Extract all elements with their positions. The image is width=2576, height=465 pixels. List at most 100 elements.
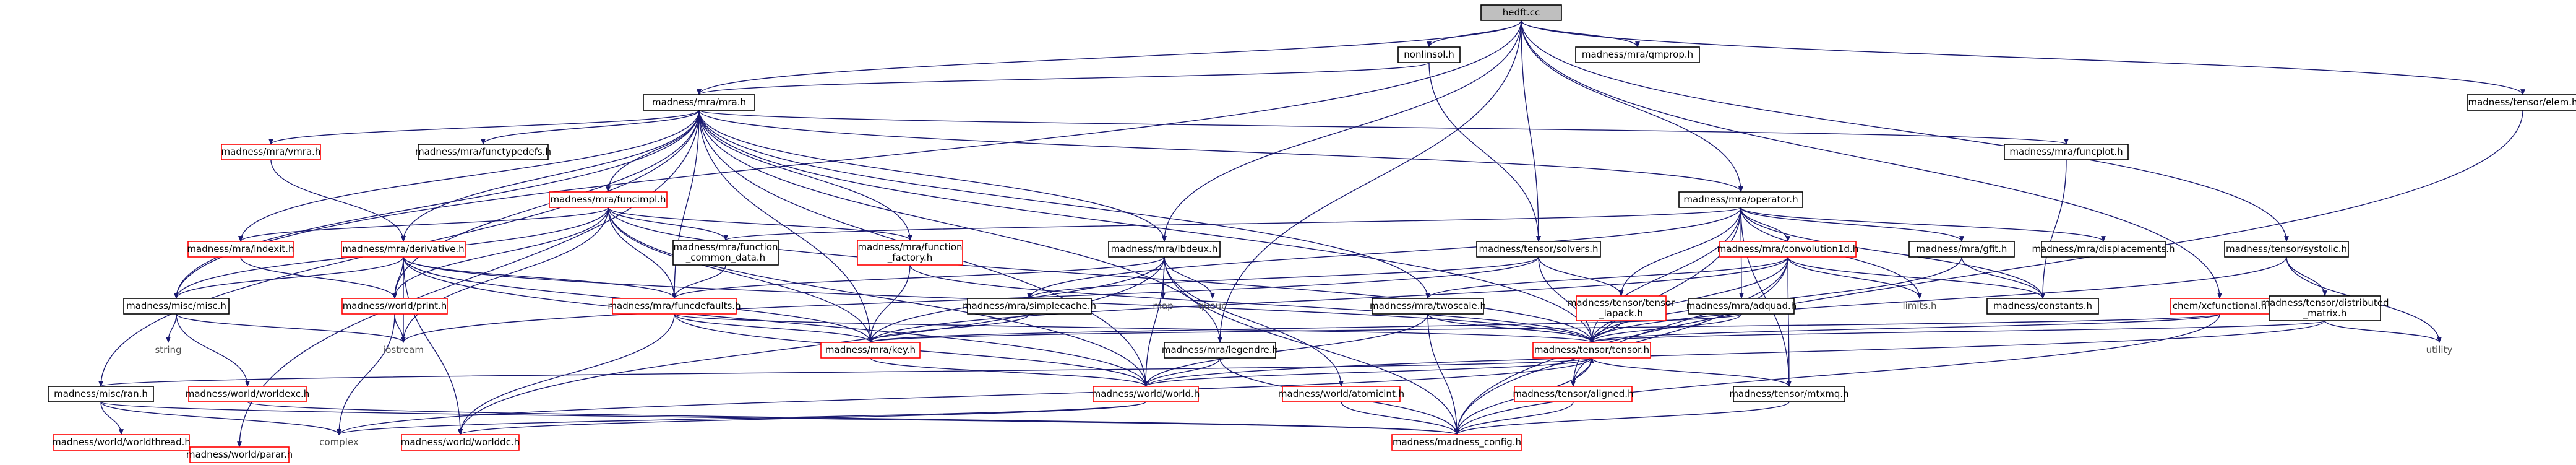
node-worldthread[interactable]: madness/world/worldthread.h [52,434,191,451]
node-box [1164,342,1276,359]
node-elem[interactable]: madness/tensor/elem.h [2467,94,2576,111]
node-box [2041,241,2166,258]
node-misc[interactable]: madness/misc/misc.h [123,298,230,315]
edge-misc-to-worldexc [176,313,250,387]
edge-tensor-to-complex [337,357,1592,435]
node-function-common-data[interactable]: madness/mra/function_common_data.h [672,240,779,266]
node-displacements[interactable]: madness/mra/displacements.h [2032,241,2175,258]
edge-root-to-mra [697,20,1522,95]
edge-mra-to-vmra [268,110,700,145]
node-box [2467,94,2576,111]
edge-atomicint-to-madness_config [1341,401,1459,435]
edge-solvers-to-tensor [1538,256,1594,343]
node-label: hedft.cc [1503,7,1540,18]
edge-root-to-nonlinsol [1427,20,1522,48]
node-mtxmq[interactable]: madness/tensor/mtxmq.h [1729,386,1849,402]
node-constants[interactable]: madness/constants.h [1986,298,2099,315]
node-xcfunctional[interactable]: chem/xcfunctional.h [2170,298,2270,315]
node-tensor[interactable]: madness/tensor/tensor.h [1532,342,1651,359]
node-box [53,434,190,451]
edge-root-to-operator [1521,20,1743,193]
node-box [123,298,230,315]
edge-convolution1d-to-aligned [1571,256,1788,387]
node-distributed-matrix[interactable]: madness/tensor/distributed_matrix.h [2261,295,2389,321]
node-adquad[interactable]: madness/mra/adquad.h [1686,298,1797,315]
node-legendre[interactable]: madness/mra/legendre.h [1162,342,1278,359]
node-qmprop[interactable]: madness/mra/qmprop.h [1575,46,1700,63]
node-aligned[interactable]: madness/tensor/aligned.h [1513,386,1634,402]
node-parar[interactable]: madness/world/parar.h [186,446,293,463]
node-tensor-lapack[interactable]: madness/tensor/tensor_lapack.h [1568,295,1675,321]
node-world[interactable]: madness/world/world.h [1092,386,1200,402]
edge-funcimpl-to-print [392,207,609,299]
edge-root-to-xcfunctional [1521,20,2222,299]
node-label: madness/world/world.h [1092,388,1200,399]
node-derivative[interactable]: madness/mra/derivative.h [341,241,466,258]
node-box [1514,386,1633,402]
edge-derivative-to-world [403,256,1148,387]
edge-aligned-to-madness_config [1454,401,1574,435]
edge-print-to-complex [337,313,395,435]
node-worlddc[interactable]: madness/world/worlddc.h [401,434,520,451]
node-box [1093,386,1199,402]
edge-tensor-to-ran [99,357,1592,387]
node-label: utility [2426,344,2453,355]
node-operator[interactable]: madness/mra/operator.h [1678,191,1803,208]
node-atomicint[interactable]: madness/world/atomicint.h [1278,386,1404,402]
edge-function_factory-to-key [868,264,911,343]
node-label: madness/world/print.h [343,300,447,311]
node-twoscale[interactable]: madness/mra/twoscale.h [1370,298,1486,315]
node-mra[interactable]: madness/mra/mra.h [643,94,755,111]
node-function-factory[interactable]: madness/mra/function_factory.h [857,240,963,266]
edge-xcfunctional-to-key [868,313,2220,343]
node-label: madness/mra/convolution1d.h [1717,243,1859,254]
edge-derivative-to-misc [174,256,404,299]
node-convolution1d[interactable]: madness/mra/convolution1d.h [1717,241,1859,258]
node-indexit[interactable]: madness/mra/indexit.h [187,241,294,258]
node-label: madness/misc/misc.h [126,300,226,311]
node-box [1480,4,1562,21]
node-box [1397,46,1461,63]
edge-mra-to-key [698,110,873,343]
node-box [1476,241,1601,258]
node-funcdefaults[interactable]: madness/mra/funcdefaults.h [608,298,741,315]
edge-nonlinsol-to-mra [697,62,1430,95]
node-funcimpl[interactable]: madness/mra/funcimpl.h [549,191,668,208]
node-worldexc[interactable]: madness/world/worldexc.h [186,386,310,402]
node-label: madness/mra/simplecache.h [963,300,1096,311]
edge-lbdeux-to-atomicint [1164,256,1344,387]
node-label: madness/mra/functypedefs.h [415,146,551,157]
node-box [2269,295,2381,321]
edge-world-to-complex [337,401,1146,435]
edge-misc-to-string [166,313,177,343]
node-solvers[interactable]: madness/tensor/solvers.h [1476,241,1601,258]
node-nonlinsol[interactable]: nonlinsol.h [1397,46,1461,63]
node-root[interactable]: hedft.cc [1480,4,1562,21]
node-gfit[interactable]: madness/mra/gfit.h [1908,241,2015,258]
edge-nonlinsol-to-solvers [1428,62,1541,242]
node-ran[interactable]: madness/misc/ran.h [48,386,154,402]
edge-funcimpl-to-tensor [608,207,1594,343]
edge-mra-to-parar [237,110,700,448]
node-box [612,298,737,315]
node-utility: utility [2426,344,2453,355]
node-functypedefs[interactable]: madness/mra/functypedefs.h [415,144,551,160]
node-lbdeux[interactable]: madness/mra/lbdeux.h [1108,241,1221,258]
node-key[interactable]: madness/mra/key.h [820,342,921,359]
node-funcplot[interactable]: madness/mra/funcplot.h [2004,144,2129,160]
node-box [1719,241,1857,258]
node-simplecache[interactable]: madness/mra/simplecache.h [963,298,1096,315]
node-madness-config[interactable]: madness/madness_config.h [1391,434,1522,451]
node-vmra[interactable]: madness/mra/vmra.h [221,144,321,160]
node-print[interactable]: madness/world/print.h [341,298,448,315]
edge-twoscale-to-tensor [1427,313,1594,343]
edge-distributed_matrix-to-world [1143,320,2325,387]
edge-ran-to-worldthread [100,401,124,435]
node-systolic[interactable]: madness/tensor/systolic.h [2224,241,2349,258]
node-box [857,240,963,266]
node-label: madness/mra/operator.h [1683,194,1798,205]
node-iostream: iostream [383,344,424,355]
edge-twoscale-to-world [1143,313,1428,387]
node-box [549,191,668,208]
